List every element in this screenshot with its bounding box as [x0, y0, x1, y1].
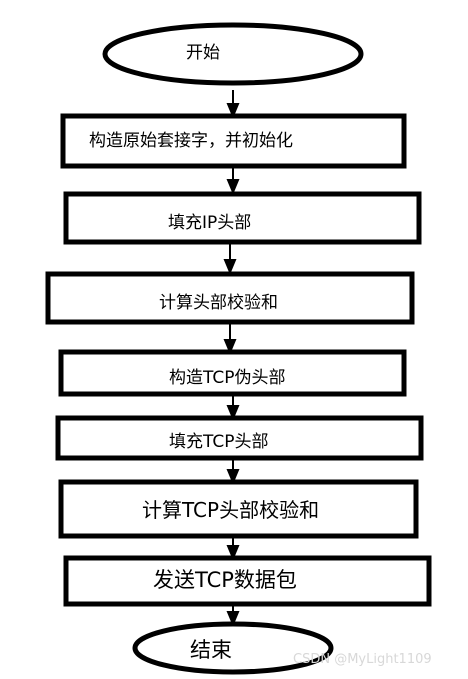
- step-box-2: [63, 191, 422, 245]
- arrow-2: [226, 166, 240, 195]
- arrow-5: [226, 394, 240, 421]
- flow-arrows: [223, 90, 240, 627]
- step-box-6: [58, 479, 419, 539]
- step-box-1: [60, 113, 407, 169]
- start-node: [102, 22, 364, 86]
- arrow-8: [226, 604, 240, 627]
- step-label-3: 计算头部校验和: [159, 293, 278, 313]
- arrow-6: [226, 458, 240, 485]
- process-boxes: [45, 113, 432, 607]
- end-label: 结束: [190, 638, 232, 662]
- end-node: [132, 621, 334, 675]
- step-box-3: [45, 271, 415, 325]
- arrow-3: [223, 242, 237, 275]
- step-label-1: 构造原始套接字，并初始化: [89, 131, 293, 151]
- step-label-5: 填充TCP头部: [169, 432, 269, 452]
- start-label: 开始: [186, 43, 220, 63]
- arrow-4: [223, 322, 237, 355]
- step-label-4: 构造TCP伪头部: [169, 368, 286, 388]
- step-label-6: 计算TCP头部校验和: [142, 498, 320, 522]
- arrow-7: [226, 536, 240, 561]
- arrow-1: [226, 90, 240, 119]
- step-box-5: [55, 415, 424, 461]
- step-box-4: [58, 349, 407, 397]
- step-label-7: 发送TCP数据包: [153, 568, 297, 592]
- watermark: CSDN @MyLight1109: [293, 652, 432, 667]
- step-box-7: [63, 555, 432, 607]
- step-label-2: 填充IP头部: [168, 213, 252, 233]
